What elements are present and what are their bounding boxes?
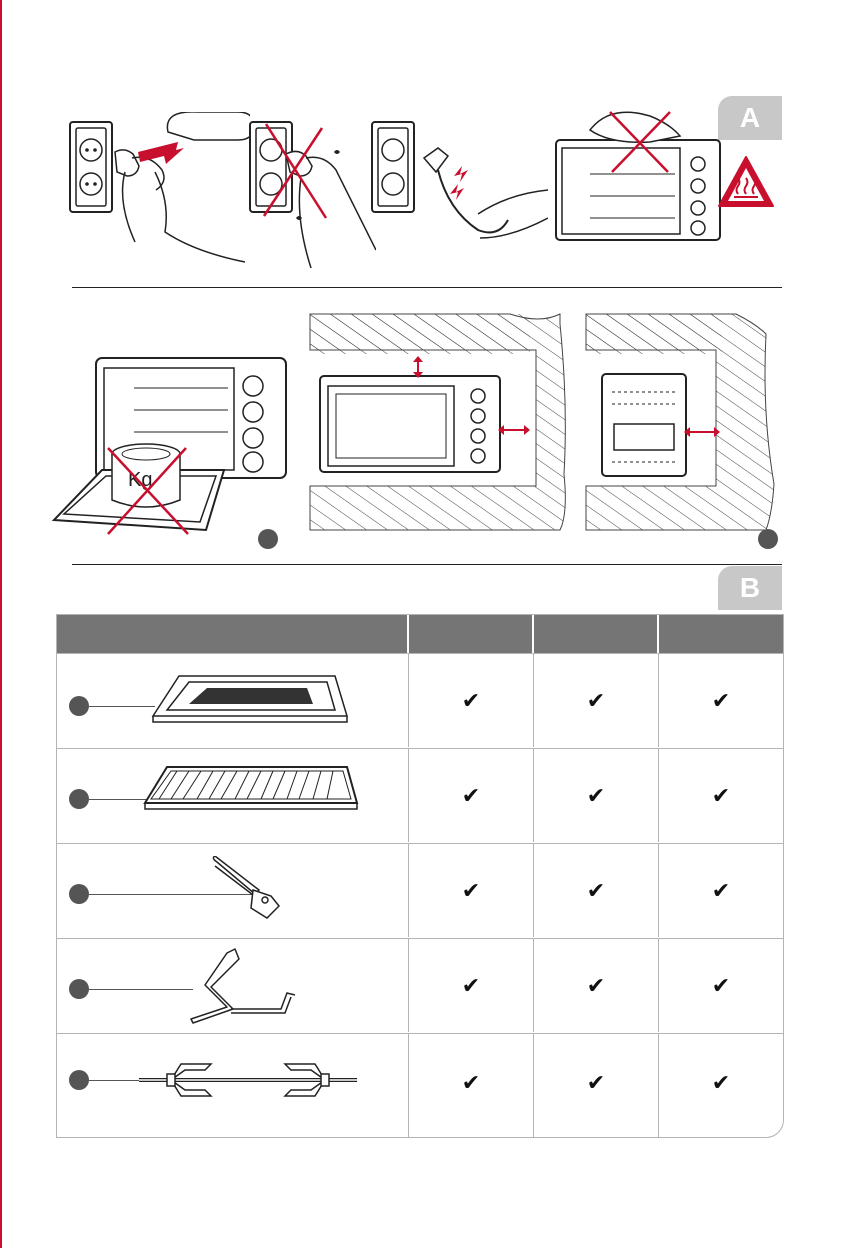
header-cell-function-1: [409, 615, 534, 653]
check-cell: ✔: [659, 939, 783, 1032]
check-icon: ✔: [587, 1070, 605, 1096]
rotisserie-handle-icon: [187, 947, 307, 1027]
baking-tray-icon: [149, 672, 349, 732]
check-cell: ✔: [534, 1034, 659, 1137]
check-icon: ✔: [462, 688, 480, 714]
check-cell: ✔: [409, 654, 534, 747]
check-icon: ✔: [712, 783, 730, 809]
no-pull-cord-icon: [368, 118, 548, 268]
accessory-table: ✔ ✔ ✔ ✔ ✔ ✔: [56, 614, 784, 1138]
item-marker: [69, 789, 89, 809]
table-row: ✔ ✔ ✔: [57, 1033, 783, 1137]
rotisserie-spit-icon: [135, 1056, 361, 1108]
no-heavy-load-on-door-icon: Kg: [48, 350, 293, 540]
check-icon: ✔: [587, 688, 605, 714]
check-cell: ✔: [534, 654, 659, 747]
check-cell: ✔: [534, 749, 659, 842]
header-cell-accessory: [57, 615, 409, 653]
check-icon: ✔: [462, 878, 480, 904]
check-cell: ✔: [659, 844, 783, 937]
check-icon: ✔: [462, 1070, 480, 1096]
leader-line: [89, 989, 193, 990]
check-cell: ✔: [659, 749, 783, 842]
header-cell-function-3: [659, 615, 783, 653]
section-tab-b: B: [718, 566, 782, 610]
check-cell: ✔: [409, 939, 534, 1032]
check-cell: ✔: [534, 844, 659, 937]
table-row: ✔ ✔ ✔: [57, 748, 783, 842]
wire-rack-icon: [141, 763, 361, 823]
check-icon: ✔: [462, 783, 480, 809]
check-icon: ✔: [587, 973, 605, 999]
no-touch-hot-oven-icon: [550, 104, 725, 249]
figure-marker-1: [258, 529, 278, 549]
section-b-label: B: [740, 572, 760, 604]
check-icon: ✔: [712, 1070, 730, 1096]
check-icon: ✔: [462, 973, 480, 999]
check-icon: ✔: [587, 783, 605, 809]
accessory-cell: [57, 1034, 409, 1137]
hot-surface-warning-icon: [716, 154, 776, 210]
section-a-label: A: [740, 102, 760, 134]
accessory-cell: [57, 939, 409, 1032]
section-divider: [72, 287, 782, 288]
accessory-cell: [57, 749, 409, 842]
check-icon: ✔: [712, 973, 730, 999]
check-cell: ✔: [534, 939, 659, 1032]
table-row: ✔ ✔ ✔: [57, 843, 783, 937]
check-cell: ✔: [659, 1034, 783, 1137]
leader-line: [89, 706, 155, 707]
leader-line: [89, 1080, 139, 1081]
table-header: [57, 615, 783, 653]
side-clearance-icon: [582, 312, 778, 532]
check-icon: ✔: [712, 688, 730, 714]
item-marker: [69, 884, 89, 904]
accessory-cell: [57, 654, 409, 747]
header-cell-function-2: [534, 615, 659, 653]
no-wet-hands-icon: [246, 118, 376, 268]
item-marker: [69, 696, 89, 716]
item-marker: [69, 979, 89, 999]
check-cell: ✔: [409, 749, 534, 842]
check-icon: ✔: [587, 878, 605, 904]
page-edge-accent: [0, 0, 2, 1248]
front-clearance-icon: [306, 312, 570, 532]
section-divider-b: [72, 564, 782, 565]
figure-marker-2: [758, 529, 778, 549]
item-marker: [69, 1070, 89, 1090]
section-tab-a: A: [718, 96, 782, 140]
check-cell: ✔: [659, 654, 783, 747]
table-row: ✔ ✔ ✔: [57, 653, 783, 747]
accessory-cell: [57, 844, 409, 937]
check-cell: ✔: [409, 1034, 534, 1137]
check-cell: ✔: [409, 844, 534, 937]
tray-handle-icon: [207, 856, 297, 926]
plug-insert-icon: [60, 112, 250, 272]
check-icon: ✔: [712, 878, 730, 904]
table-row: ✔ ✔ ✔: [57, 938, 783, 1032]
